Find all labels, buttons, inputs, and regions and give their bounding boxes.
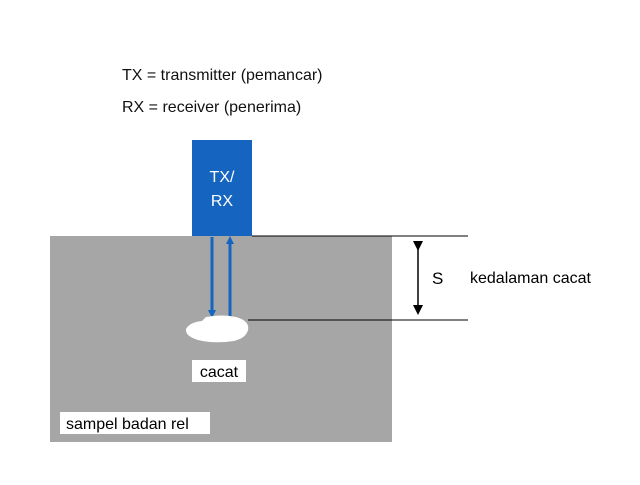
defect-shape: [185, 315, 249, 343]
probe-label-line1: TX/: [210, 169, 235, 186]
depth-label: kedalaman cacat: [470, 270, 592, 287]
tx-rx-probe: [192, 140, 252, 236]
legend-transmitter: TX = transmitter (pemancar): [122, 67, 323, 84]
legend-receiver: RX = receiver (penerima): [122, 99, 302, 116]
sample-label-box: [60, 412, 210, 434]
sample-label: sampel badan rel: [66, 416, 189, 433]
depth-symbol: S: [432, 269, 443, 288]
defect-label-box: [192, 360, 246, 382]
defect-label: cacat: [200, 364, 239, 381]
probe-label-line2: RX: [211, 193, 234, 210]
